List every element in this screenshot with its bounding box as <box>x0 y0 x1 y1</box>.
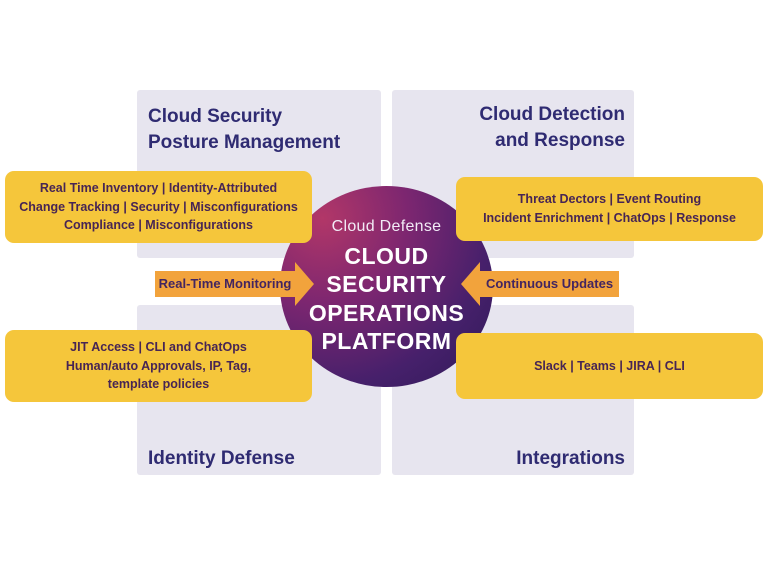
platform-brand-label: Cloud Defense <box>331 217 442 235</box>
arrow-right-point-icon <box>295 262 314 306</box>
heading-cloud-detection-and-response: Cloud Detection and Response <box>479 104 625 151</box>
continuous-updates-arrow: Continuous Updates <box>461 262 619 306</box>
arrow-left-point-icon <box>461 262 480 306</box>
continuous-updates-arrow-label: Continuous Updates <box>480 271 619 297</box>
heading-integrations: Integrations <box>516 448 625 469</box>
capabilities-box-cloud-detection: Threat Dectors | Event Routing Incident … <box>456 177 763 241</box>
capabilities-box-identity-defense: JIT Access | CLI and ChatOps Human/auto … <box>5 330 312 402</box>
capabilities-box-cspm: Real Time Inventory | Identity-Attribute… <box>5 171 312 243</box>
capabilities-box-integrations: Slack | Teams | JIRA | CLI <box>456 333 763 399</box>
heading-identity-defense: Identity Defense <box>148 448 295 469</box>
real-time-monitoring-arrow-label: Real-Time Monitoring <box>155 271 295 297</box>
real-time-monitoring-arrow: Real-Time Monitoring <box>155 262 314 306</box>
heading-cloud-security-posture-management: Cloud Security Posture Management <box>148 106 341 153</box>
platform-title: CLOUD SECURITY OPERATIONS PLATFORM <box>308 242 465 354</box>
